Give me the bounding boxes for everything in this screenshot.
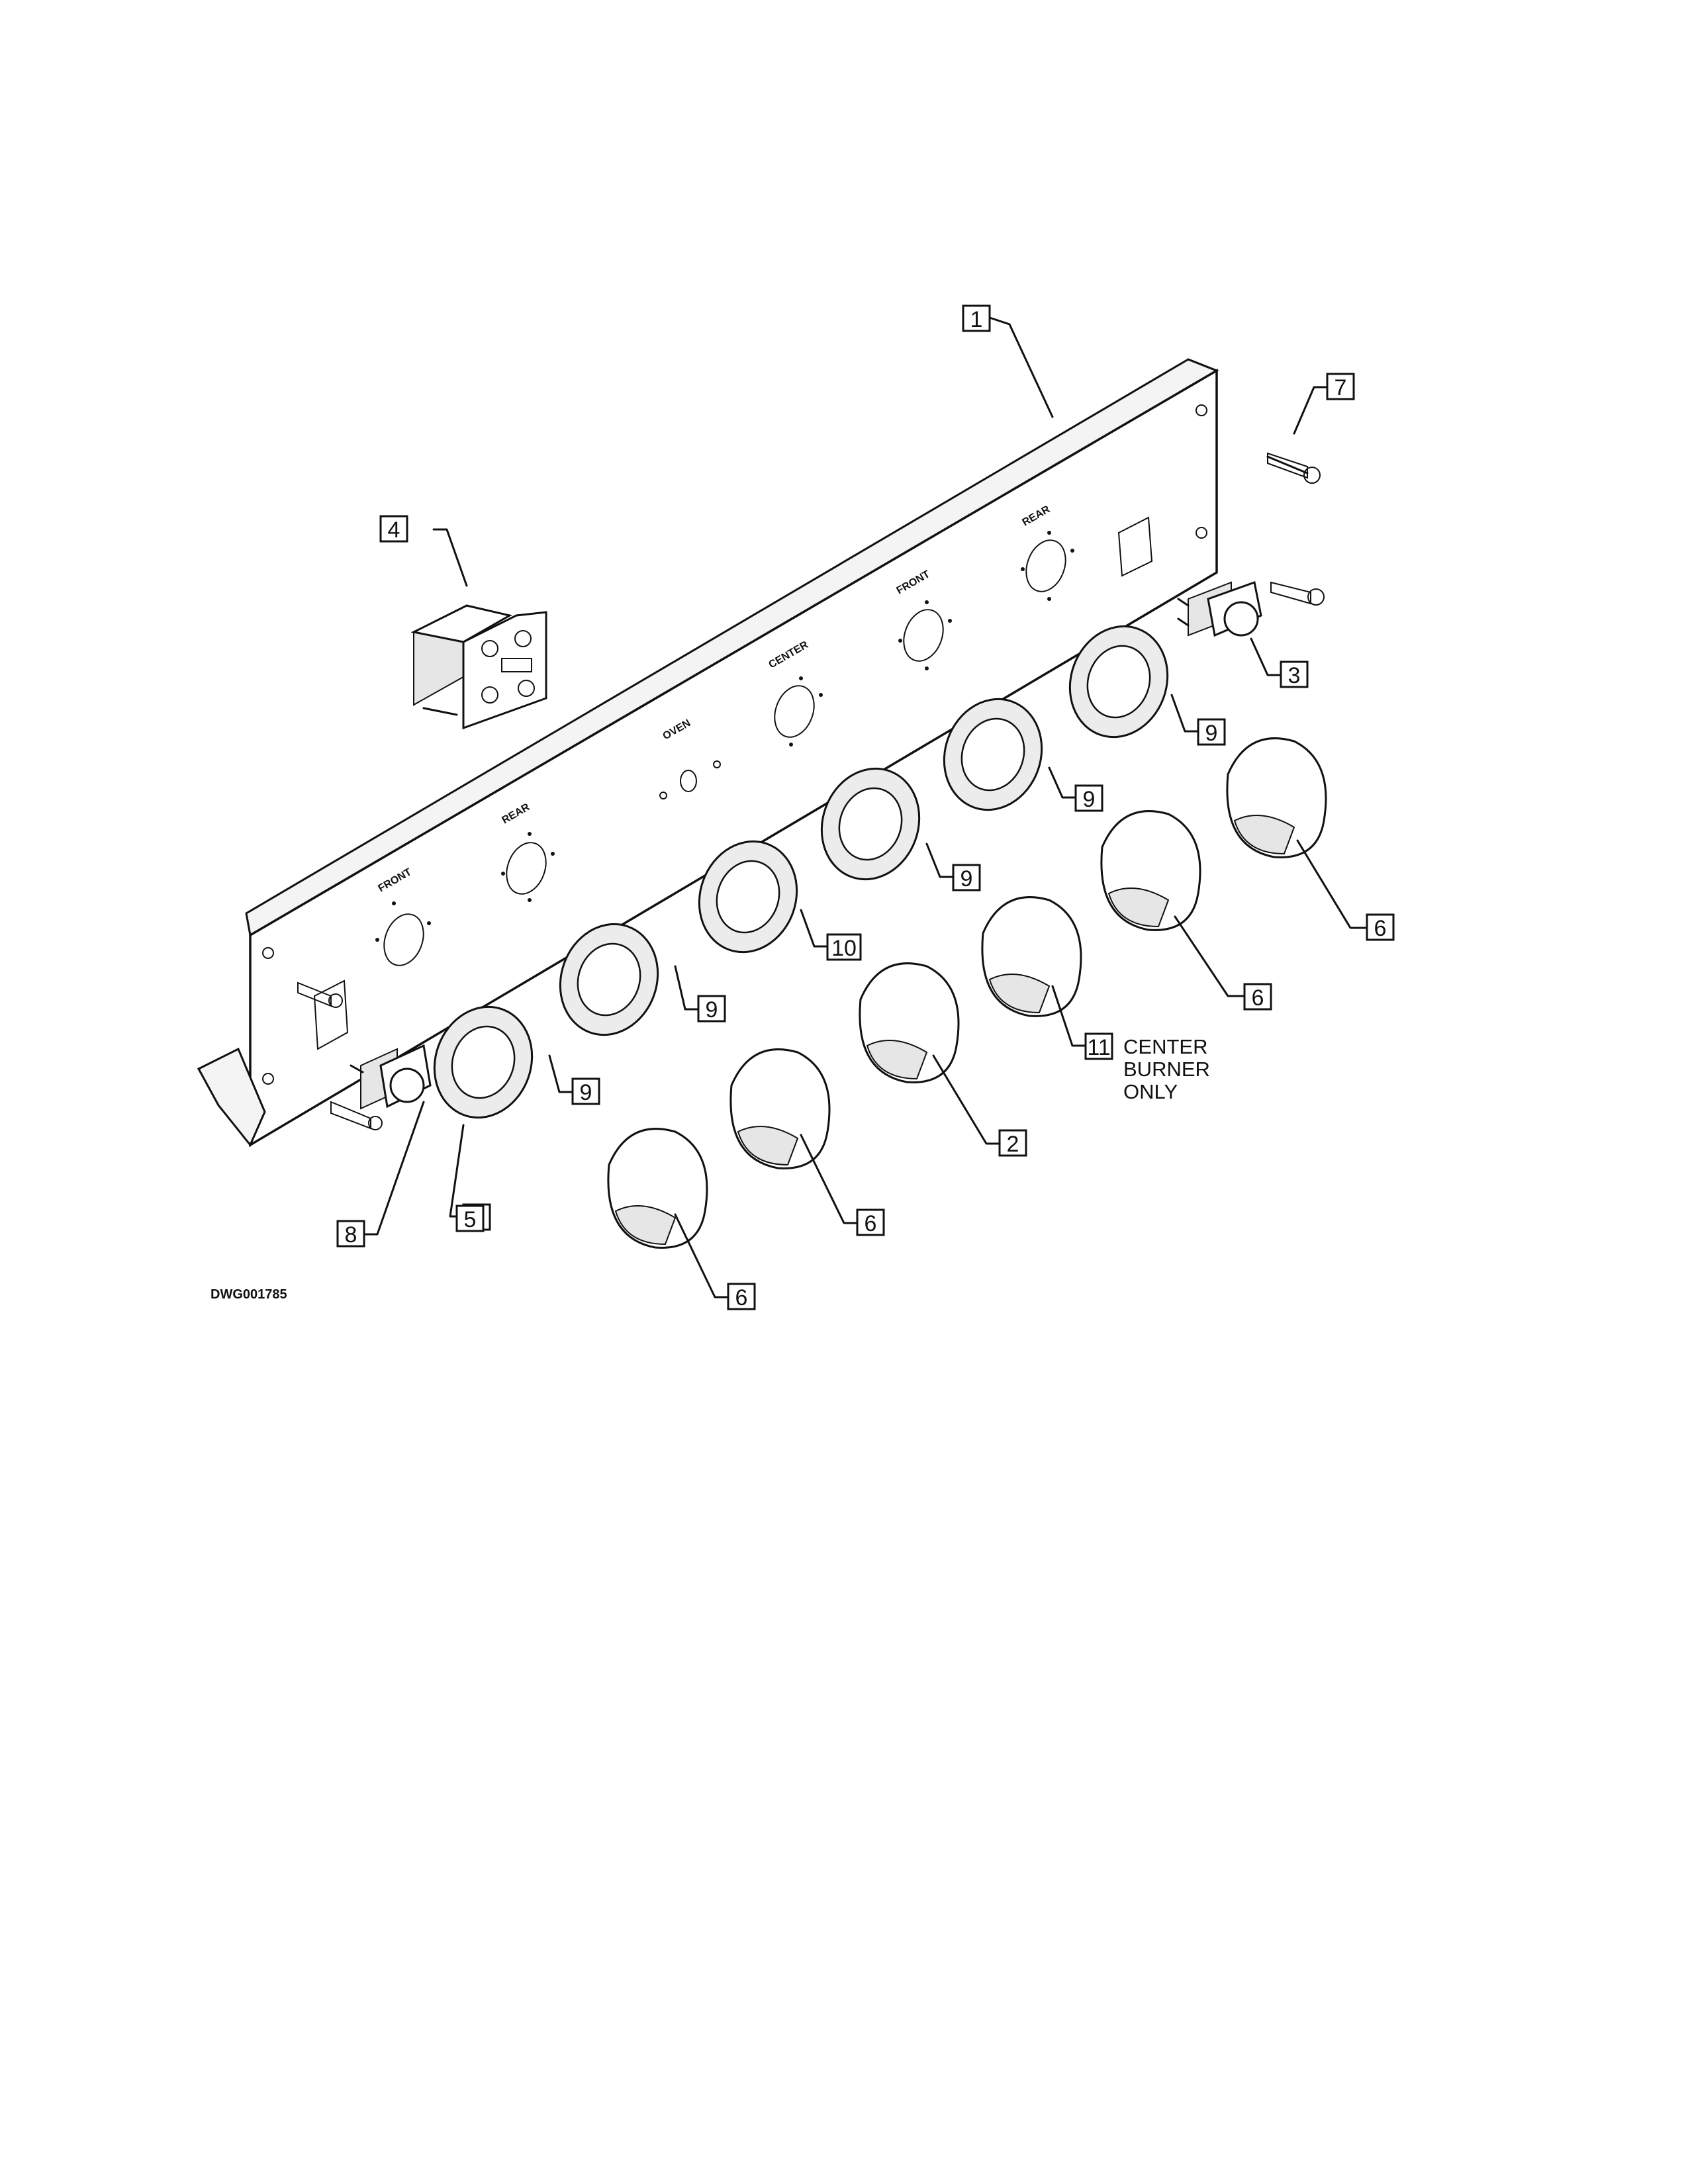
- svg-text:5: 5: [464, 1207, 477, 1232]
- callout-11: 11: [1084, 1032, 1113, 1060]
- burner-knob: [729, 1048, 831, 1169]
- callout-1: 1: [962, 304, 991, 332]
- callout-6: 6: [727, 1283, 756, 1310]
- svg-text:9: 9: [580, 1080, 592, 1105]
- callout-8: 8: [336, 1220, 365, 1248]
- screw: [1270, 581, 1325, 606]
- callout-9: 9: [1074, 784, 1103, 812]
- switch-cutout: [313, 979, 349, 1050]
- bezel: [433, 1005, 534, 1119]
- callout-10: 10: [826, 933, 862, 961]
- oven-knob: [859, 962, 960, 1083]
- switch-cutout: [1117, 516, 1153, 577]
- screw: [330, 1101, 383, 1130]
- indicator-switch: [1177, 581, 1262, 637]
- control-panel: FRONT REAR OVEN CENTER FRONT REAR: [197, 358, 1219, 1148]
- svg-text:9: 9: [706, 997, 718, 1023]
- center-note-line-3: ONLY: [1123, 1080, 1178, 1103]
- svg-text:6: 6: [1374, 916, 1387, 941]
- svg-text:1: 1: [970, 307, 983, 332]
- bezel: [943, 698, 1043, 811]
- drawing-id: DWG001785: [211, 1287, 287, 1302]
- callout-3: 3: [1280, 660, 1309, 688]
- svg-text:6: 6: [1252, 985, 1264, 1011]
- screw: [297, 981, 343, 1008]
- bezel: [1068, 625, 1169, 739]
- svg-text:9: 9: [1205, 721, 1218, 746]
- callout-7: 7: [1326, 373, 1355, 400]
- svg-text:6: 6: [735, 1285, 748, 1310]
- callout-9: 9: [952, 864, 981, 891]
- svg-text:2: 2: [1007, 1132, 1019, 1157]
- oven-switch-assembly: [410, 604, 547, 730]
- svg-text:11: 11: [1087, 1035, 1110, 1060]
- callout-6: 6: [1366, 913, 1395, 941]
- burner-knob: [607, 1128, 708, 1249]
- center-note-line-1: CENTER: [1123, 1035, 1207, 1058]
- callout-9: 9: [1197, 718, 1226, 746]
- callout-4: 4: [379, 515, 408, 543]
- svg-text:6: 6: [865, 1211, 877, 1236]
- svg-text:4: 4: [388, 518, 400, 543]
- svg-text:9: 9: [1083, 787, 1096, 812]
- svg-text:3: 3: [1288, 663, 1301, 688]
- bezel: [559, 923, 659, 1036]
- mounting-hole: [1196, 527, 1207, 539]
- center-burner-knob: [981, 896, 1082, 1017]
- svg-text:10: 10: [831, 936, 857, 961]
- center-note-line-2: BURNER: [1123, 1058, 1210, 1081]
- mounting-hole: [262, 1073, 274, 1085]
- svg-text:8: 8: [345, 1222, 357, 1248]
- bezel: [820, 767, 921, 881]
- callout-6: 6: [856, 1208, 885, 1236]
- leader-lines: [363, 316, 1368, 1298]
- mounting-hole: [1196, 404, 1207, 416]
- svg-text:9: 9: [961, 866, 973, 891]
- callout-5-box: 5: [455, 1205, 485, 1232]
- burner-knob: [1226, 737, 1327, 858]
- mounting-hole: [262, 947, 274, 959]
- callout-6: 6: [1243, 983, 1272, 1011]
- screw: [1266, 452, 1321, 484]
- callout-9: 9: [697, 995, 726, 1023]
- callout-6: 6: [0, 0, 13, 5]
- svg-text:7: 7: [1335, 375, 1347, 400]
- callout-9: 9: [571, 1077, 600, 1105]
- burner-knob: [1100, 810, 1201, 931]
- bezel: [698, 840, 798, 954]
- light-switch: [350, 1044, 432, 1110]
- callout-2: 2: [998, 1129, 1027, 1157]
- center-burner-note: CENTER BURNER ONLY: [1123, 1035, 1210, 1103]
